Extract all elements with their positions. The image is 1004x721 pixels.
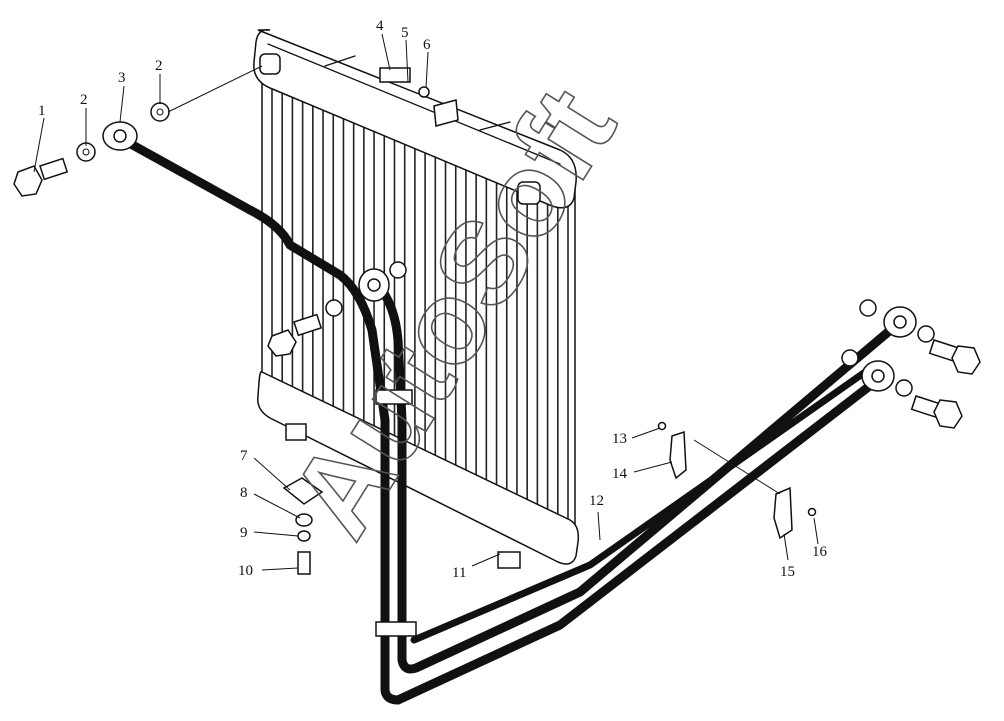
hardware [13, 102, 981, 637]
callout-labels: 1 2 3 2 4 5 6 7 8 9 10 11 12 13 14 15 16 [38, 18, 828, 581]
callout-12: 12 [589, 493, 604, 509]
banjo-fittings [102, 121, 917, 392]
callout-11: 11 [452, 565, 466, 581]
banjo-bolt-left [13, 157, 69, 197]
washer-middle-left [325, 299, 343, 317]
top-bracket-washer [418, 86, 430, 98]
callout-4: 4 [376, 18, 384, 34]
upper-port-boss [259, 53, 281, 75]
pad-washer [295, 513, 313, 527]
callout-6: 6 [423, 37, 431, 53]
mounting-foot-right [497, 551, 521, 569]
pipe-clamp-left [669, 430, 687, 480]
washer-right-1 [859, 299, 877, 317]
callout-14: 14 [612, 466, 628, 482]
washer-right-2 [917, 325, 935, 343]
callout-13: 13 [612, 431, 627, 447]
mounting-foot-left [285, 423, 307, 441]
banjo-bolt-right-upper [928, 339, 981, 375]
rubber-pad [282, 477, 324, 505]
top-bracket-clip [433, 99, 459, 127]
callout-2-left: 2 [80, 92, 88, 108]
washer-right-3 [841, 349, 859, 367]
washer-right-4 [895, 379, 913, 397]
callout-16: 16 [812, 544, 828, 560]
pad-nut [297, 530, 311, 542]
callout-3: 3 [118, 70, 126, 86]
callout-9: 9 [240, 525, 248, 541]
bottom-tank [257, 370, 580, 565]
callout-8: 8 [240, 485, 248, 501]
pad-bolt [297, 551, 311, 575]
radiator-fins [271, 70, 569, 529]
callout-5: 5 [401, 25, 409, 41]
top-bracket [379, 67, 411, 83]
washer-middle-right [389, 261, 407, 279]
pipe-clamp-upper [375, 389, 413, 405]
oil-pipes [115, 133, 905, 705]
lower-port-boss [517, 181, 541, 205]
callout-7: 7 [240, 448, 248, 464]
callout-15: 15 [780, 564, 795, 580]
radiator-core [253, 29, 580, 569]
leader-lines [33, 33, 819, 571]
clamp-screw-right [807, 507, 817, 517]
clamp-screw-left [657, 421, 667, 431]
top-tank [253, 29, 577, 209]
banjo-bolt-right-lower [910, 395, 963, 429]
pipe-clamp-right [773, 486, 793, 540]
pipe-clamp-lower [375, 621, 417, 637]
callout-2-right: 2 [155, 58, 163, 74]
callout-10: 10 [238, 563, 253, 579]
banjo-bolt-middle [267, 313, 323, 357]
callout-1: 1 [38, 103, 46, 119]
